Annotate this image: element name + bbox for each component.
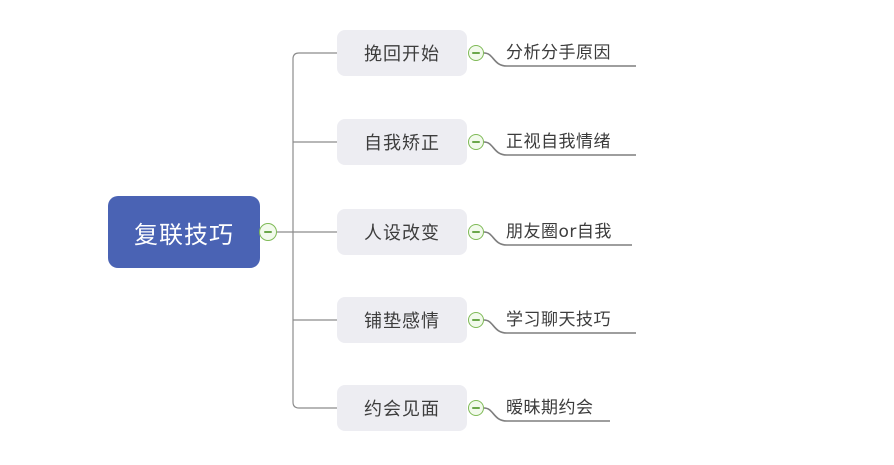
minus-icon bbox=[472, 141, 480, 143]
collapse-icon[interactable] bbox=[468, 45, 484, 61]
minus-icon bbox=[472, 407, 480, 409]
branch-node-3[interactable]: 人设改变 bbox=[337, 209, 467, 255]
collapse-icon[interactable] bbox=[259, 223, 277, 241]
branch-node-4[interactable]: 铺垫感情 bbox=[337, 297, 467, 343]
leaf-node-5[interactable]: 暧昧期约会 bbox=[506, 398, 594, 418]
leaf-node-2[interactable]: 正视自我情绪 bbox=[506, 132, 611, 152]
collapse-icon[interactable] bbox=[468, 400, 484, 416]
minus-icon bbox=[472, 319, 480, 321]
minus-icon bbox=[264, 231, 272, 233]
branch-node-2[interactable]: 自我矫正 bbox=[337, 119, 467, 165]
leaf-node-4[interactable]: 学习聊天技巧 bbox=[506, 310, 611, 330]
branch-node-1[interactable]: 挽回开始 bbox=[337, 30, 467, 76]
collapse-icon[interactable] bbox=[468, 224, 484, 240]
collapse-icon[interactable] bbox=[468, 134, 484, 150]
branch-node-5[interactable]: 约会见面 bbox=[337, 385, 467, 431]
minus-icon bbox=[472, 231, 480, 233]
collapse-icon[interactable] bbox=[468, 312, 484, 328]
leaf-node-3[interactable]: 朋友圈or自我 bbox=[506, 222, 612, 242]
leaf-node-1[interactable]: 分析分手原因 bbox=[506, 43, 611, 63]
minus-icon bbox=[472, 52, 480, 54]
root-node[interactable]: 复联技巧 bbox=[108, 196, 260, 268]
